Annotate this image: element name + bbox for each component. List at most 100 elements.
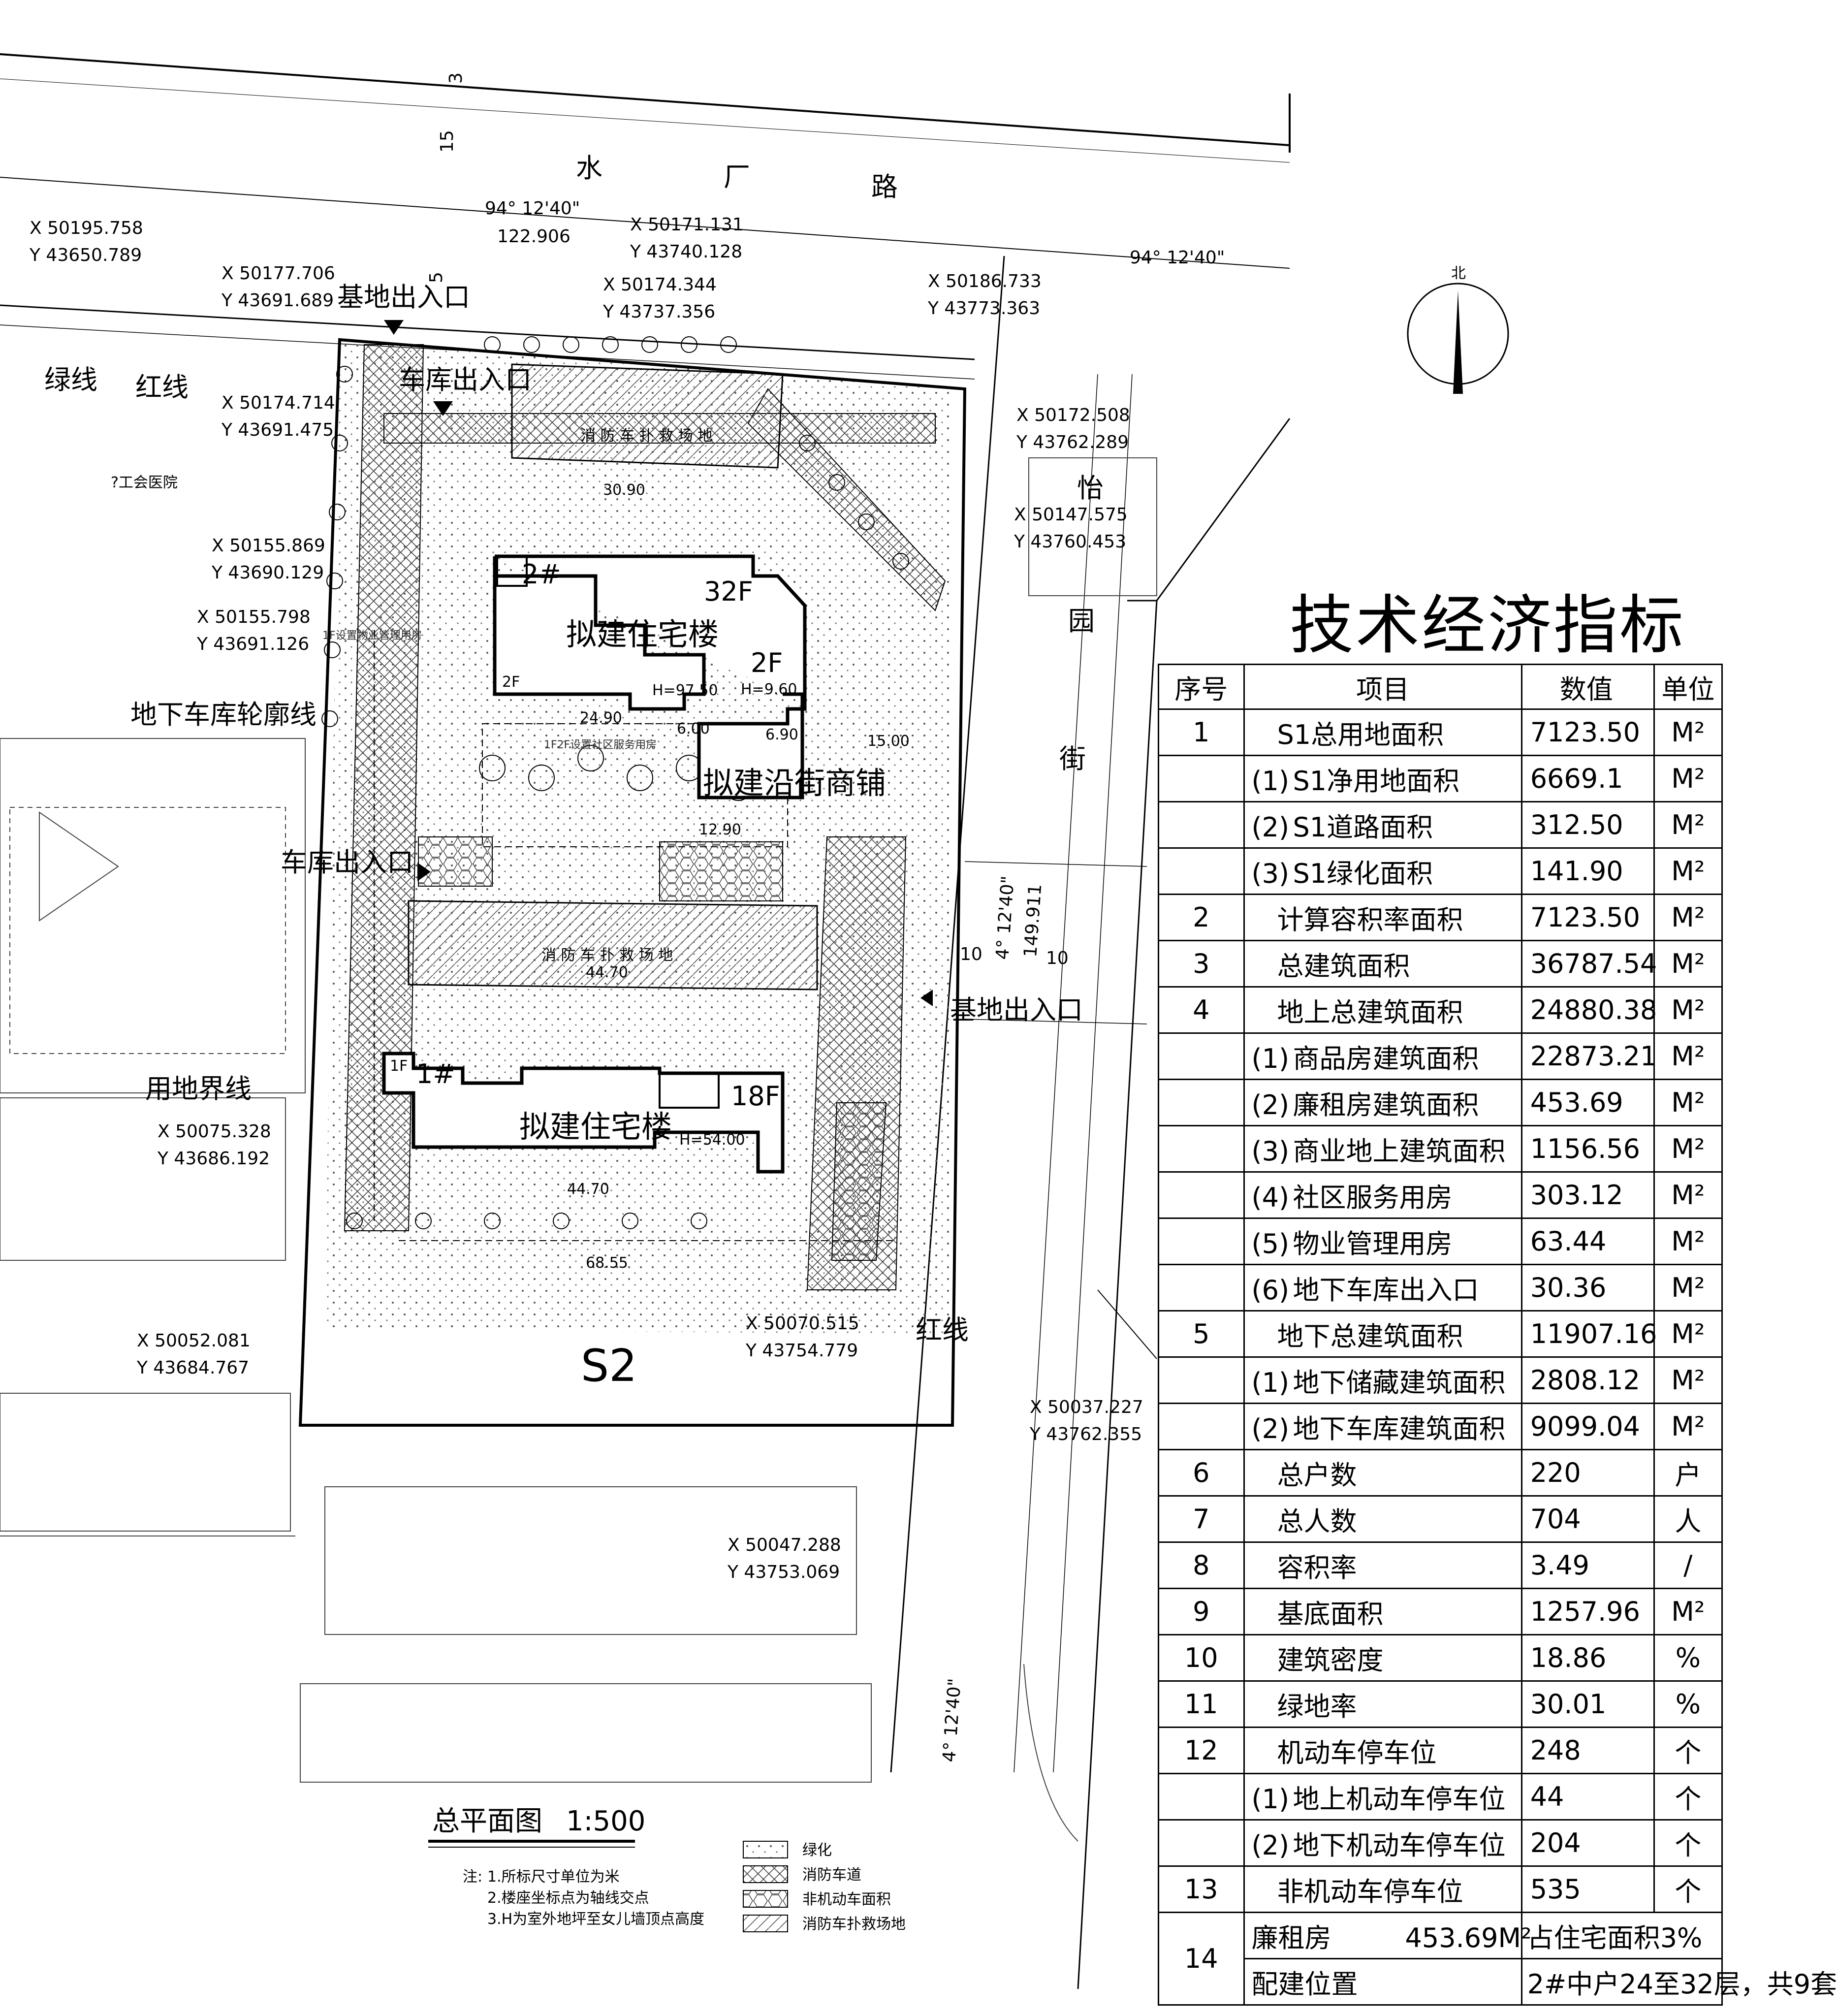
row-number: 10 [1158, 1634, 1245, 1682]
row-item: (2)S1道路面积 [1243, 801, 1522, 849]
svg-text:X 50075.328: X 50075.328 [158, 1121, 271, 1142]
building-2 [493, 554, 807, 800]
svg-text:X 50155.798: X 50155.798 [197, 607, 311, 627]
row-item: 非机动车停车位 [1243, 1865, 1522, 1913]
row-item: (3)S1绿化面积 [1243, 847, 1522, 895]
row-value: 2808.12 [1520, 1356, 1655, 1404]
row-unit: 个 [1653, 1727, 1723, 1774]
svg-text:Y 43691.126: Y 43691.126 [196, 634, 309, 654]
row-number: 8 [1158, 1541, 1245, 1589]
fire-rescue-mid-label: 消 防 车 扑 救 场 地 [541, 947, 673, 964]
building2-floors: 32F [704, 576, 753, 607]
row14-label2: 配建位置 [1243, 1958, 1522, 2006]
row-value: 9099.04 [1520, 1403, 1655, 1450]
svg-text:注:: 注: [463, 1868, 482, 1886]
row14-label: 廉租房 [1251, 1922, 1331, 1953]
row-unit: % [1653, 1634, 1723, 1682]
row-item: (6)地下车库出入口 [1243, 1264, 1522, 1312]
parcel-label: S2 [581, 1340, 637, 1392]
site-entrance-right-arrow [920, 990, 933, 1006]
header-unit: 单位 [1653, 664, 1723, 710]
row-unit: M² [1653, 894, 1723, 941]
sub-item-label: 社区服务用房 [1293, 1182, 1453, 1213]
sub-item-label: 商品房建筑面积 [1293, 1043, 1479, 1074]
svg-text:Y 43650.789: Y 43650.789 [29, 245, 142, 265]
row-unit: M² [1653, 1310, 1723, 1358]
building2-2f-a: 2F [502, 673, 520, 691]
row-value: 22873.21 [1520, 1032, 1657, 1080]
row-unit: M² [1653, 1356, 1723, 1404]
row-number: 12 [1158, 1727, 1245, 1774]
garage-entrance-top-label: 车库出入口 [399, 364, 532, 395]
row-number [1158, 847, 1245, 895]
row-item: 建筑密度 [1243, 1634, 1522, 1682]
row-number [1158, 1217, 1245, 1265]
row-number [1158, 1819, 1245, 1867]
row-item: (1)地上机动车停车位 [1243, 1773, 1522, 1821]
row-unit: M² [1653, 755, 1723, 802]
north-label: 北 [1451, 265, 1466, 282]
road-water-plant-1: 水 [576, 153, 602, 184]
site-entrance-top-label: 基地出入口 [337, 282, 470, 313]
svg-text:X 50174.714: X 50174.714 [222, 393, 335, 413]
row-value: 303.12 [1520, 1171, 1655, 1219]
row-item: (1)商品房建筑面积 [1243, 1032, 1522, 1080]
row-item: 计算容积率面积 [1243, 894, 1522, 941]
building1-height: H=54.00 [679, 1131, 745, 1149]
sub-item-label: 商业地上建筑面积 [1293, 1136, 1506, 1167]
row-unit: M² [1653, 847, 1723, 895]
site-plan-drawing: 北 水 厂 路 怡 园 街 绿线 红线 红线 ?工会医院 基地出入口 基地出入口… [0, 53, 1509, 1989]
underground-outline-label: 地下车库轮廓线 [130, 699, 317, 730]
row-value: 1257.96 [1520, 1588, 1655, 1635]
svg-text:122.906: 122.906 [497, 226, 570, 247]
plan-scale: 1:500 [566, 1805, 645, 1837]
red-line-label-right: 红线 [916, 1314, 969, 1345]
row-number: 1 [1158, 708, 1245, 756]
sub-item-index: (1) [1251, 1784, 1290, 1815]
row-number [1158, 1171, 1245, 1219]
row-number [1158, 1356, 1245, 1404]
row14-label1: 廉租房 453.69M² [1243, 1912, 1532, 1959]
row-unit: 个 [1653, 1773, 1723, 1821]
svg-text:44.70: 44.70 [586, 964, 628, 981]
svg-text:10: 10 [960, 944, 982, 964]
row-value: 30.01 [1520, 1680, 1655, 1728]
red-line-label-top: 红线 [135, 372, 189, 403]
row-value: 141.90 [1520, 847, 1655, 895]
row-unit: M² [1653, 1032, 1723, 1080]
fire-rescue-top-label: 消 防 车 扑 救 场 地 [581, 427, 712, 445]
svg-text:Y 43753.069: Y 43753.069 [727, 1562, 840, 1582]
row-number: 2 [1158, 894, 1245, 941]
mgmt-room-label: 1F设置物业管理用房 [322, 630, 422, 642]
row-item: 机动车停车位 [1243, 1727, 1522, 1774]
row-value: 453.69 [1520, 1079, 1655, 1126]
svg-text:Y 43686.192: Y 43686.192 [157, 1149, 270, 1169]
svg-text:12.90: 12.90 [699, 821, 741, 838]
sub-item-index: (2) [1251, 1089, 1290, 1120]
row-value: 1156.56 [1520, 1125, 1655, 1173]
svg-text:3: 3 [446, 72, 466, 84]
svg-text:5: 5 [426, 272, 446, 283]
road-yiyuan-1: 怡 [1077, 473, 1104, 504]
svg-text:X 50155.869: X 50155.869 [212, 536, 325, 556]
sub-item-index: (2) [1251, 1830, 1290, 1861]
svg-text:149.911: 149.911 [1020, 883, 1045, 958]
row14-value1: 453.69M² [1405, 1922, 1532, 1953]
legend-green: 绿化 [802, 1842, 832, 1859]
row-unit: M² [1653, 708, 1723, 756]
neighbor-blocks [0, 457, 1157, 1842]
garage-entrance-top-arrow [433, 401, 453, 416]
row-unit: M² [1653, 1171, 1723, 1219]
row-number: 7 [1158, 1495, 1245, 1543]
sub-item-index: (1) [1251, 766, 1290, 797]
